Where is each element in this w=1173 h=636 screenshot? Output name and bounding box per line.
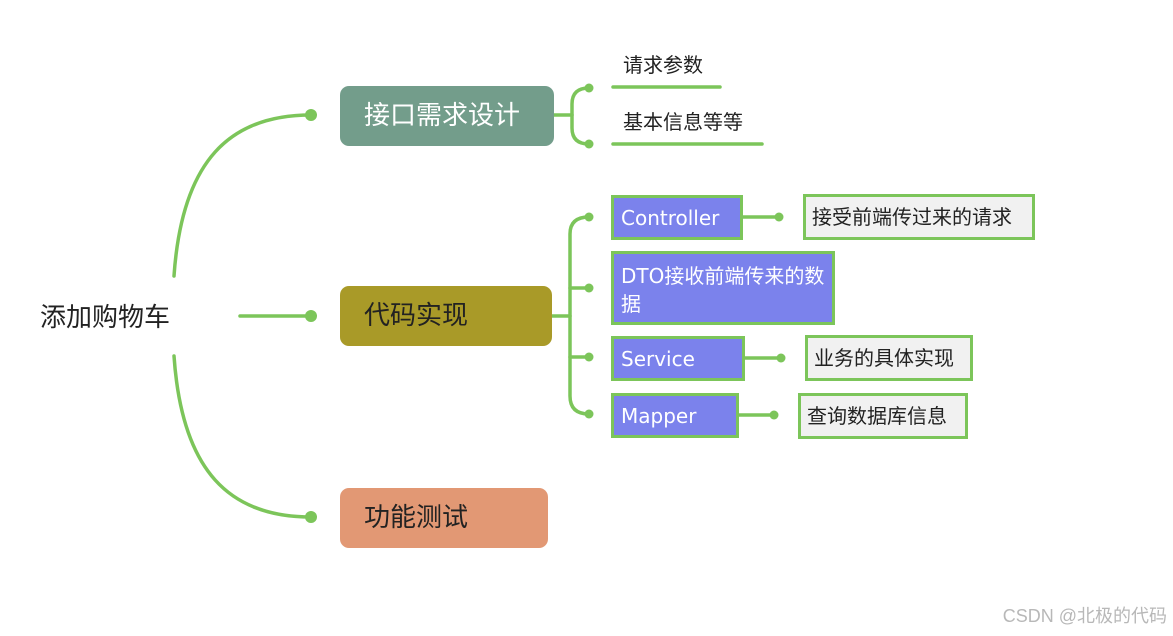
note-service: 业务的具体实现 — [805, 335, 973, 381]
branch-interface-design: 接口需求设计 — [340, 86, 554, 146]
bracket-code — [568, 215, 591, 416]
bracket-interface — [570, 86, 591, 146]
link-root-test — [172, 354, 313, 519]
leaf-request-params: 请求参数 — [623, 53, 703, 77]
dot-service — [584, 352, 594, 362]
dot-mapper-note — [769, 410, 779, 420]
dot-controller — [584, 212, 594, 222]
layer-controller: Controller — [611, 195, 743, 240]
dot-controller-note — [774, 212, 784, 222]
watermark: CSDN @北极的代码 — [1002, 606, 1167, 626]
link-root-interface — [172, 113, 313, 278]
dot-dto — [584, 283, 594, 293]
note-controller: 接受前端传过来的请求 — [803, 194, 1035, 240]
root-node: 添加购物车 — [40, 303, 171, 333]
dot-basic — [584, 139, 594, 149]
branch-function-test: 功能测试 — [340, 488, 548, 548]
dot-code — [305, 310, 317, 322]
note-mapper: 查询数据库信息 — [798, 393, 968, 439]
dot-service-note — [776, 353, 786, 363]
leaf-basic-info: 基本信息等等 — [623, 110, 743, 134]
layer-dto: DTO接收前端传来的数据 — [611, 251, 835, 325]
branch-code-implementation: 代码实现 — [340, 286, 552, 346]
dot-mapper — [584, 409, 594, 419]
dot-interface — [305, 109, 317, 121]
dot-test — [305, 511, 317, 523]
dot-params — [584, 83, 594, 93]
layer-service: Service — [611, 336, 745, 381]
layer-mapper: Mapper — [611, 393, 739, 438]
